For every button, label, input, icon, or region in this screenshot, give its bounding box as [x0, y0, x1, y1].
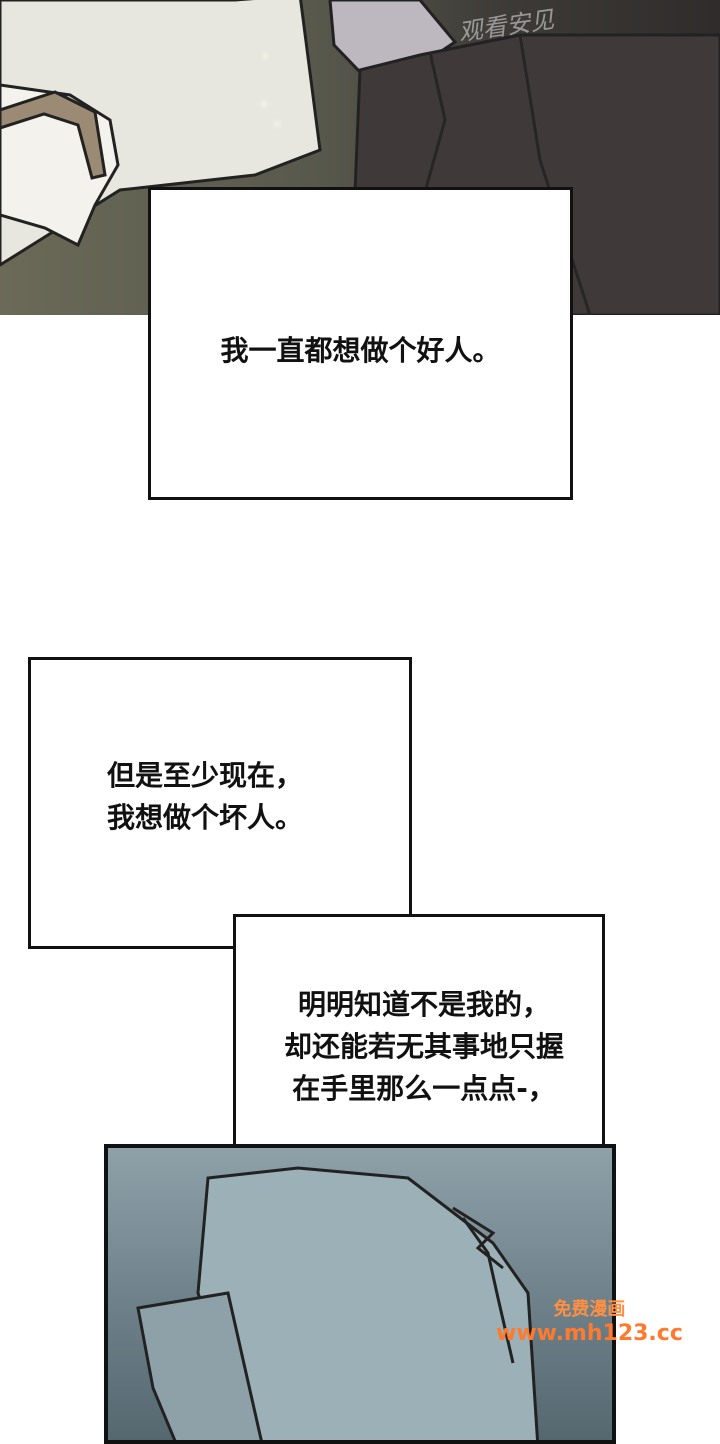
caption-text-1: 我一直都想做个好人。 [220, 334, 501, 367]
watermark-bottom-line2: www.mh123.cc [496, 1321, 683, 1346]
sparkle-1 [262, 102, 266, 106]
caption-box-3: 明明知道不是我的， 却还能若无其事地只握 在手里那么一点点-， [233, 914, 605, 1172]
caption-box-2: 但是至少现在， 我想做个坏人。 [28, 657, 412, 949]
sparkle-2 [275, 122, 279, 126]
bottom-panel-art [136, 1166, 539, 1440]
caption-box-1: 我一直都想做个好人。 [148, 187, 573, 500]
watermark-bottom-line1: 免费漫画 [553, 1299, 626, 1320]
watermark-bottom: 免费漫画 www.mh123.cc [496, 1298, 683, 1346]
sparkle-3 [263, 54, 267, 58]
caption-text-2: 但是至少现在， 我想做个坏人。 [107, 759, 304, 834]
caption-text-3: 明明知道不是我的， 却还能若无其事地只握 在手里那么一点点-， [283, 988, 564, 1105]
bottom-comic-panel [104, 1144, 616, 1444]
